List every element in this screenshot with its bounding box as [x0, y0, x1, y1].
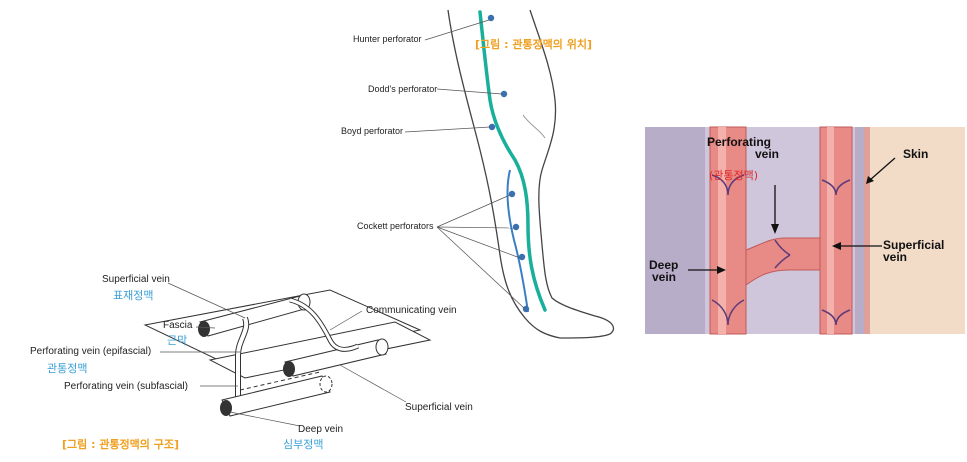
perforating-vein-vertical-inner	[236, 317, 249, 400]
fascia-plate-top	[143, 289, 422, 369]
superficial-vein-vessel	[819, 126, 853, 335]
boyd-leader	[404, 126, 491, 133]
communicating-vein-label: Communicating vein	[366, 305, 457, 316]
fascia-kr-label: 근막	[167, 334, 188, 347]
communicating-leader	[329, 310, 363, 331]
valve-superficial-bottom	[821, 309, 851, 326]
panel-deep-label-1: Deep	[649, 258, 679, 272]
leg-outline-back	[447, 9, 561, 339]
deep-vein-far-end	[319, 375, 333, 393]
cockett-leader-3	[436, 226, 521, 259]
superficial-vein-right-end	[283, 361, 295, 377]
deep-vein-vessel	[709, 126, 747, 335]
hunter-perforator-dot	[487, 14, 495, 22]
hunter-leader	[424, 19, 490, 41]
skin-arrow	[869, 157, 896, 181]
cockett-leader-4	[436, 226, 525, 309]
superficial-vein-leader	[167, 282, 246, 319]
superficial-vein-end-left	[198, 321, 210, 337]
communicating-vein-inner	[289, 298, 359, 351]
cockett-leader-1	[436, 194, 511, 228]
superficial-right-leader	[339, 364, 407, 403]
panel-superficial-label-2: vein	[883, 250, 908, 264]
superficial-vein-right-far-end	[375, 338, 389, 356]
deep-vein-end	[220, 400, 232, 416]
superficial-vein-label: Superficial vein	[102, 274, 170, 285]
valve-deep-bottom	[711, 299, 745, 326]
perforating-kr-label: 관통정맥	[47, 362, 88, 375]
cockett-leader-2	[436, 226, 515, 229]
cockett-perforators-label: Cockett perforators	[357, 221, 434, 231]
dodd-perforator-label: Dodd's perforator	[368, 84, 438, 94]
deep-arrowhead	[717, 266, 726, 274]
panel-deep-label-2: vein	[652, 270, 677, 284]
posterior-arch-vein-blue	[506, 169, 529, 313]
skin-edge	[864, 127, 870, 334]
structure-caption: [그림 : 관통정맥의 구조]	[62, 438, 180, 451]
saphenous-vein-teal	[478, 10, 547, 312]
valve-perforating	[774, 239, 791, 269]
cockett-perforator-dot-3	[518, 253, 526, 261]
knee-shading	[522, 114, 546, 139]
perforating-connector	[745, 237, 821, 286]
perforating-epi-label: Perforating vein (epifascial)	[30, 346, 152, 357]
cockett-perforator-dot-4	[522, 305, 530, 313]
leg-illustration	[404, 9, 615, 339]
structure-diagram	[143, 282, 432, 427]
panel-perforating-kr-label: (관통정맥)	[709, 169, 759, 182]
valve-deep-top	[711, 174, 745, 196]
valve-superficial-top	[821, 179, 851, 196]
cockett-perforator-dot-1	[508, 190, 516, 198]
deep-vein-leader	[229, 411, 301, 427]
deep-vein-highlight	[718, 127, 726, 334]
perforating-sub-label: Perforating vein (subfascial)	[64, 381, 188, 392]
superficial-vein-right-label: Superficial vein	[405, 402, 473, 413]
deep-vein-label: Deep vein	[298, 424, 344, 435]
cockett-perforator-dot-2	[512, 223, 520, 231]
superficial-vein-highlight	[827, 127, 834, 334]
superficial-arrowhead	[832, 242, 841, 250]
fascia-leader	[195, 326, 216, 329]
deep-vein-kr-label: 심부정맥	[283, 438, 324, 451]
superficial-vein-kr-label: 표재정맥	[113, 289, 154, 302]
skin-arrowhead	[866, 176, 874, 184]
panel-skin-label: Skin	[903, 147, 929, 161]
leg-caption: [그림 : 관통정맥의 위치]	[475, 38, 593, 51]
perforating-vein-panel	[645, 126, 965, 335]
boyd-perforator-label: Boyd perforator	[341, 126, 404, 136]
panel-perforating-label-1: Perforating	[707, 135, 772, 149]
dodd-leader	[436, 88, 503, 95]
panel-perforating-label-2: vein	[755, 147, 780, 161]
panel-superficial-label-1: Superficial	[883, 238, 945, 252]
fascia-plate-bottom	[208, 321, 432, 379]
hunter-perforator-label: Hunter perforator	[353, 34, 422, 44]
fascia-label: Fascia	[163, 320, 193, 331]
skin-layer	[870, 127, 965, 334]
dodd-perforator-dot	[500, 90, 508, 98]
perforating-arrowhead	[771, 224, 779, 234]
leg-outline-front	[529, 9, 615, 339]
boyd-perforator-dot	[488, 123, 496, 131]
